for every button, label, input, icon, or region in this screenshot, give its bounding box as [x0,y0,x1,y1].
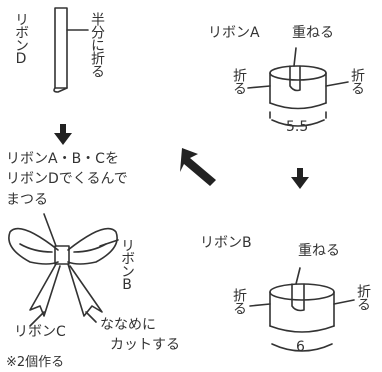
arrow-down-icon [291,168,309,189]
cut-instruction-line2: カットする [110,337,180,353]
arrow-down-icon [54,124,72,145]
arrow-up-left-icon [180,148,216,186]
bow-ribbon-c-label: リボンC [14,324,66,340]
cut-instruction-line1: ななめに [100,317,156,333]
ribbon-a-loop [247,47,349,127]
ribbon-a-fold-right: 折る [349,68,365,94]
assembly-instruction-line1: リボンA・B・Cを [6,151,119,167]
ribbon-b-label: リボンB [200,235,252,251]
assembly-instruction-line3: まつる [6,192,48,208]
assembly-instruction-line2: リボンDでくるんで [6,171,128,187]
ribbon-d-label: リボンD [13,12,29,66]
ribbon-b-overlap-label: 重ねる [298,243,340,259]
ribbon-a-fold-left: 折る [231,68,247,94]
ribbon-b-loop [249,267,355,352]
ribbon-d-strip [53,7,89,93]
ribbon-b-fold-right: 折る [355,284,371,310]
ribbon-a-overlap-label: 重ねる [292,25,334,41]
ribbon-d-instruction: 半分に折る [89,12,105,77]
make-two-note: ※2個作る [6,355,65,370]
ribbon-a-width: 5.5 [286,119,309,135]
ribbon-a-label: リボンA [208,25,260,41]
bow-illustration [8,213,119,327]
bow-ribbon-b-label: リボンB [119,238,135,292]
ribbon-b-fold-left: 折る [231,288,247,314]
ribbon-b-width: 6 [296,339,305,355]
